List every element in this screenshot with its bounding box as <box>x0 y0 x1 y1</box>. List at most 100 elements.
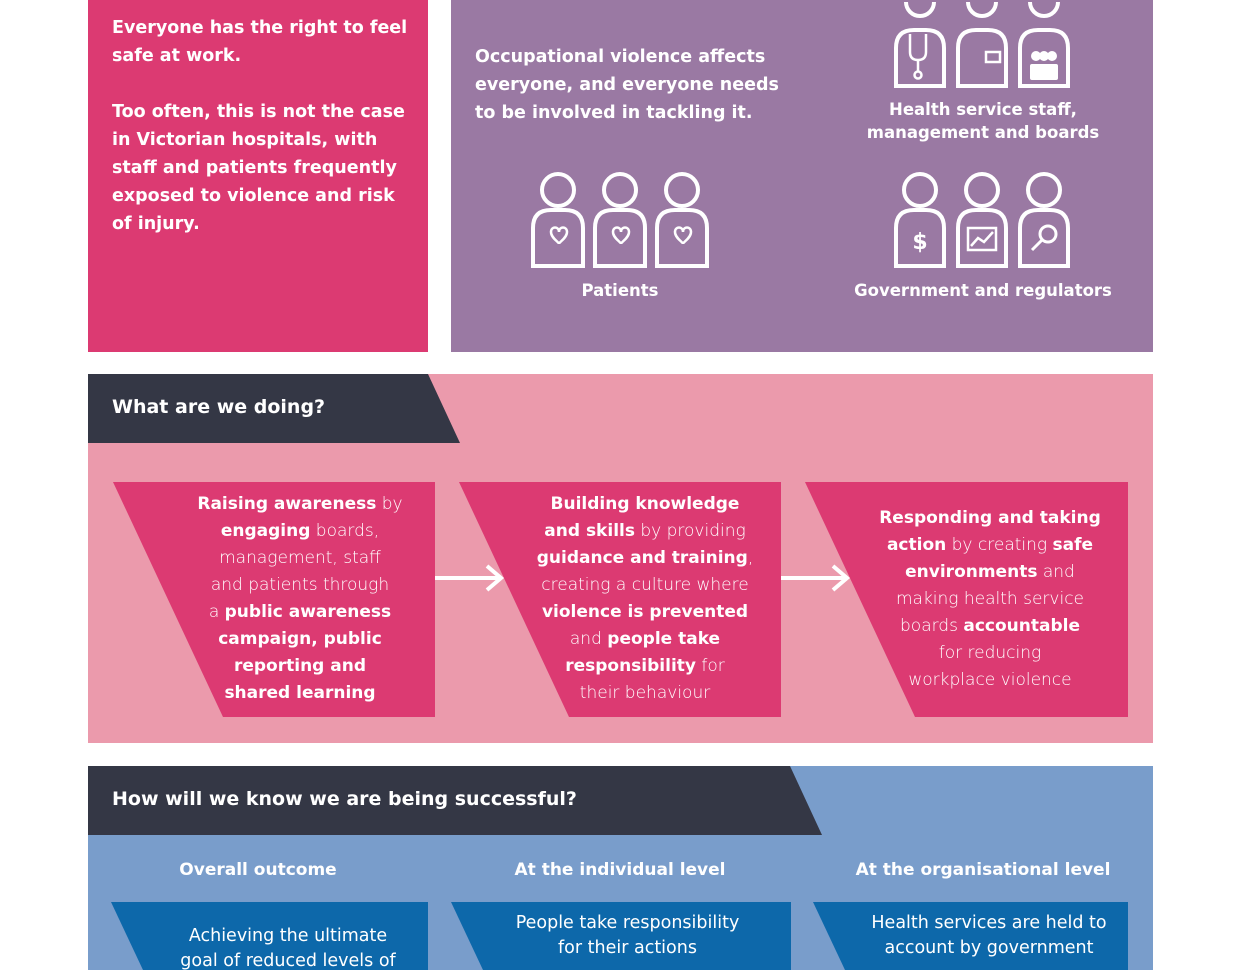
step-text-line: workplace violence <box>855 667 1125 694</box>
step-text-emphasis: Raising awareness <box>197 494 377 514</box>
level-heading-overall: Overall outcome <box>179 860 337 880</box>
step-text-line: a public awareness <box>165 599 435 626</box>
person-icon <box>904 1 936 18</box>
step-text-emphasis: Building knowledge <box>550 494 740 514</box>
step-text-run: making health service <box>895 589 1085 609</box>
step-text-run: boards, <box>310 521 380 541</box>
step-text-emphasis: engaging <box>220 521 311 541</box>
step-text-run: a <box>208 602 225 622</box>
meeting-group-icon <box>1030 51 1058 80</box>
intro-panel <box>88 0 428 352</box>
step-text-run: management, staff <box>219 548 381 568</box>
step-text-run: , <box>747 548 754 568</box>
person-icon <box>1028 1 1060 18</box>
step-text-run: by creating <box>946 535 1053 555</box>
group-label-government: Government and regulators <box>854 281 1112 300</box>
step-text-emphasis: action <box>886 535 947 555</box>
heart-icon <box>549 226 569 245</box>
magnifier-icon <box>1030 224 1058 252</box>
step-3-shape <box>805 482 1128 717</box>
group-label-patients: Patients <box>581 281 659 300</box>
stakeholders-intro: Occupational violence affects everyone, … <box>475 47 779 123</box>
intro-paragraph-1: Everyone has the right to feel safe at w… <box>112 18 408 66</box>
step-text-line: and patients through <box>165 572 435 599</box>
doing-steps-shapes <box>113 482 1128 717</box>
step-text-line: for reducing <box>855 640 1125 667</box>
step-2-shape <box>459 482 781 717</box>
step-text-line: responsibility for <box>510 653 780 680</box>
dollar-icon: $ <box>912 230 927 255</box>
step-text-run: and <box>569 629 608 649</box>
step-text-line: violence is prevented <box>510 599 780 626</box>
heart-icon <box>673 226 693 245</box>
step-text-emphasis: people take <box>607 629 721 649</box>
doing-header-title: What are we doing? <box>112 396 326 418</box>
step-text-line: Building knowledge <box>510 491 780 518</box>
step-text-emphasis: safe <box>1052 535 1094 555</box>
outcome-line: goal of reduced levels of <box>180 951 396 971</box>
step-text-line: and people take <box>510 626 780 653</box>
step-text-run: by providing <box>634 521 746 541</box>
step-text-emphasis: environments <box>905 562 1038 582</box>
step-text-emphasis: public awareness <box>224 602 392 622</box>
doing-header-banner <box>88 374 460 443</box>
step-text-run: for reducing <box>938 643 1042 663</box>
step-text-line: making health service <box>855 586 1125 613</box>
step-text-line: guidance and training, <box>510 545 780 572</box>
group-label-line: Health service staff, <box>889 100 1077 119</box>
step-text-line: and skills by providing <box>510 518 780 545</box>
step-text-run: and patients through <box>210 575 390 595</box>
step-text-line: campaign, public <box>165 626 435 653</box>
group-label-line: management and boards <box>866 123 1100 142</box>
step-text-emphasis: responsibility <box>565 656 696 676</box>
person-icon <box>956 28 1008 88</box>
outcome-box-shape <box>111 902 428 970</box>
step-text-emphasis: reporting and <box>233 656 367 676</box>
step-text-run: creating a culture where <box>541 575 749 595</box>
step-text-line: reporting and <box>165 653 435 680</box>
step-text-line: management, staff <box>165 545 435 572</box>
person-icon <box>966 1 998 18</box>
outcome-line: Achieving the ultimate <box>188 926 388 946</box>
organisational-box-text: Health services are held to account by g… <box>845 911 1133 961</box>
person-icon <box>894 28 946 88</box>
step-text-emphasis: violence is prevented <box>541 602 749 622</box>
id-badge-icon <box>984 50 1002 64</box>
organisational-box-shape <box>813 902 1128 970</box>
step-text-line: their behaviour <box>510 680 780 707</box>
heart-icon <box>611 226 631 245</box>
health-staff-icon-group <box>894 1 1070 88</box>
group-label-health-staff: Health service staff, management and boa… <box>835 98 1131 144</box>
individual-box-shape <box>451 902 791 970</box>
step-text-line: Responding and taking <box>855 505 1125 532</box>
step-text-run: workplace violence <box>908 670 1072 690</box>
step-text-line: engaging boards, <box>165 518 435 545</box>
organisational-line: Health services are held to <box>871 913 1107 933</box>
intro-paragraph-2: Too often, this is not the case in Victo… <box>112 102 405 234</box>
trend-chart-icon <box>966 226 998 252</box>
stethoscope-icon <box>908 34 928 80</box>
government-icon-group: $ <box>894 172 1070 268</box>
step-text-emphasis: and skills <box>544 521 635 541</box>
level-heading-organisational: At the organisational level <box>855 860 1111 880</box>
step-text-run: for <box>696 656 725 676</box>
step-1-shape <box>113 482 435 717</box>
success-header-title: How will we know we are being successful… <box>112 788 577 810</box>
arrow-right-icon <box>435 564 505 592</box>
level-heading-individual: At the individual level <box>514 860 726 880</box>
step-text-emphasis: Responding and taking <box>879 508 1101 528</box>
success-boxes-shapes <box>111 902 1128 970</box>
individual-line: People take responsibility <box>515 913 740 933</box>
step-text-line: creating a culture where <box>510 572 780 599</box>
step-text-line: shared learning <box>165 680 435 707</box>
step-text-run: and <box>1037 562 1075 582</box>
step-text-line: boards accountable <box>855 613 1125 640</box>
step-text-line: Raising awareness by <box>165 491 435 518</box>
success-header-banner <box>88 766 822 835</box>
step-text-emphasis: guidance and training <box>536 548 748 568</box>
patients-icon-group <box>531 172 709 268</box>
step-text-emphasis: campaign, public <box>218 629 382 649</box>
person-icon <box>1018 28 1070 88</box>
step-text-run: their behaviour <box>579 683 711 703</box>
